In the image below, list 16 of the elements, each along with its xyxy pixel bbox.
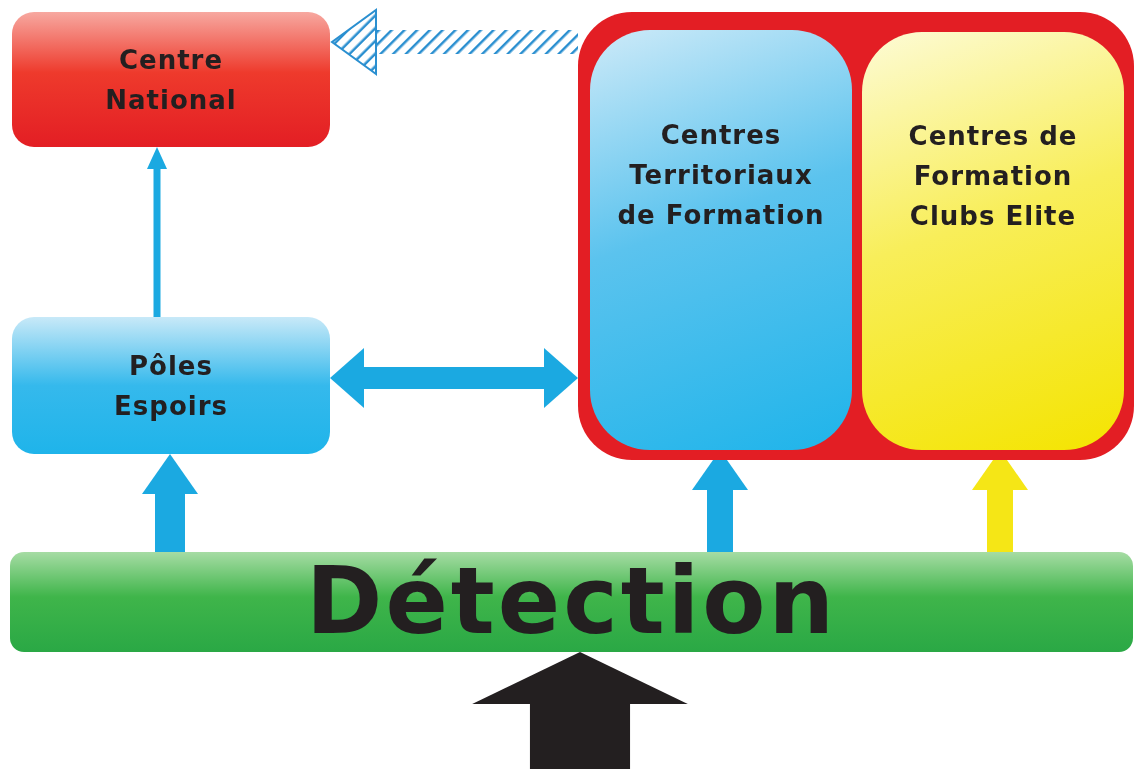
detection-bar [10,552,1133,652]
elite-club-centres-box [862,32,1124,450]
box-label: Centres de Formation Clubs Elite [907,120,1079,233]
box-label: Pôles Espoirs [113,349,229,423]
box-label: Centres Territoriaux de Formation [616,119,826,232]
hope-poles-box [12,317,330,454]
territorial-centres-box [590,30,852,450]
box-label: Centre National [104,43,238,117]
bar-title: Détection [306,552,837,652]
arrow [142,454,198,552]
training-centres-group [578,12,1134,460]
arrow [147,147,167,317]
arrow [472,652,688,769]
double-arrow [330,348,578,408]
hatched-arrow [331,9,578,75]
national-centre-box [12,12,330,147]
